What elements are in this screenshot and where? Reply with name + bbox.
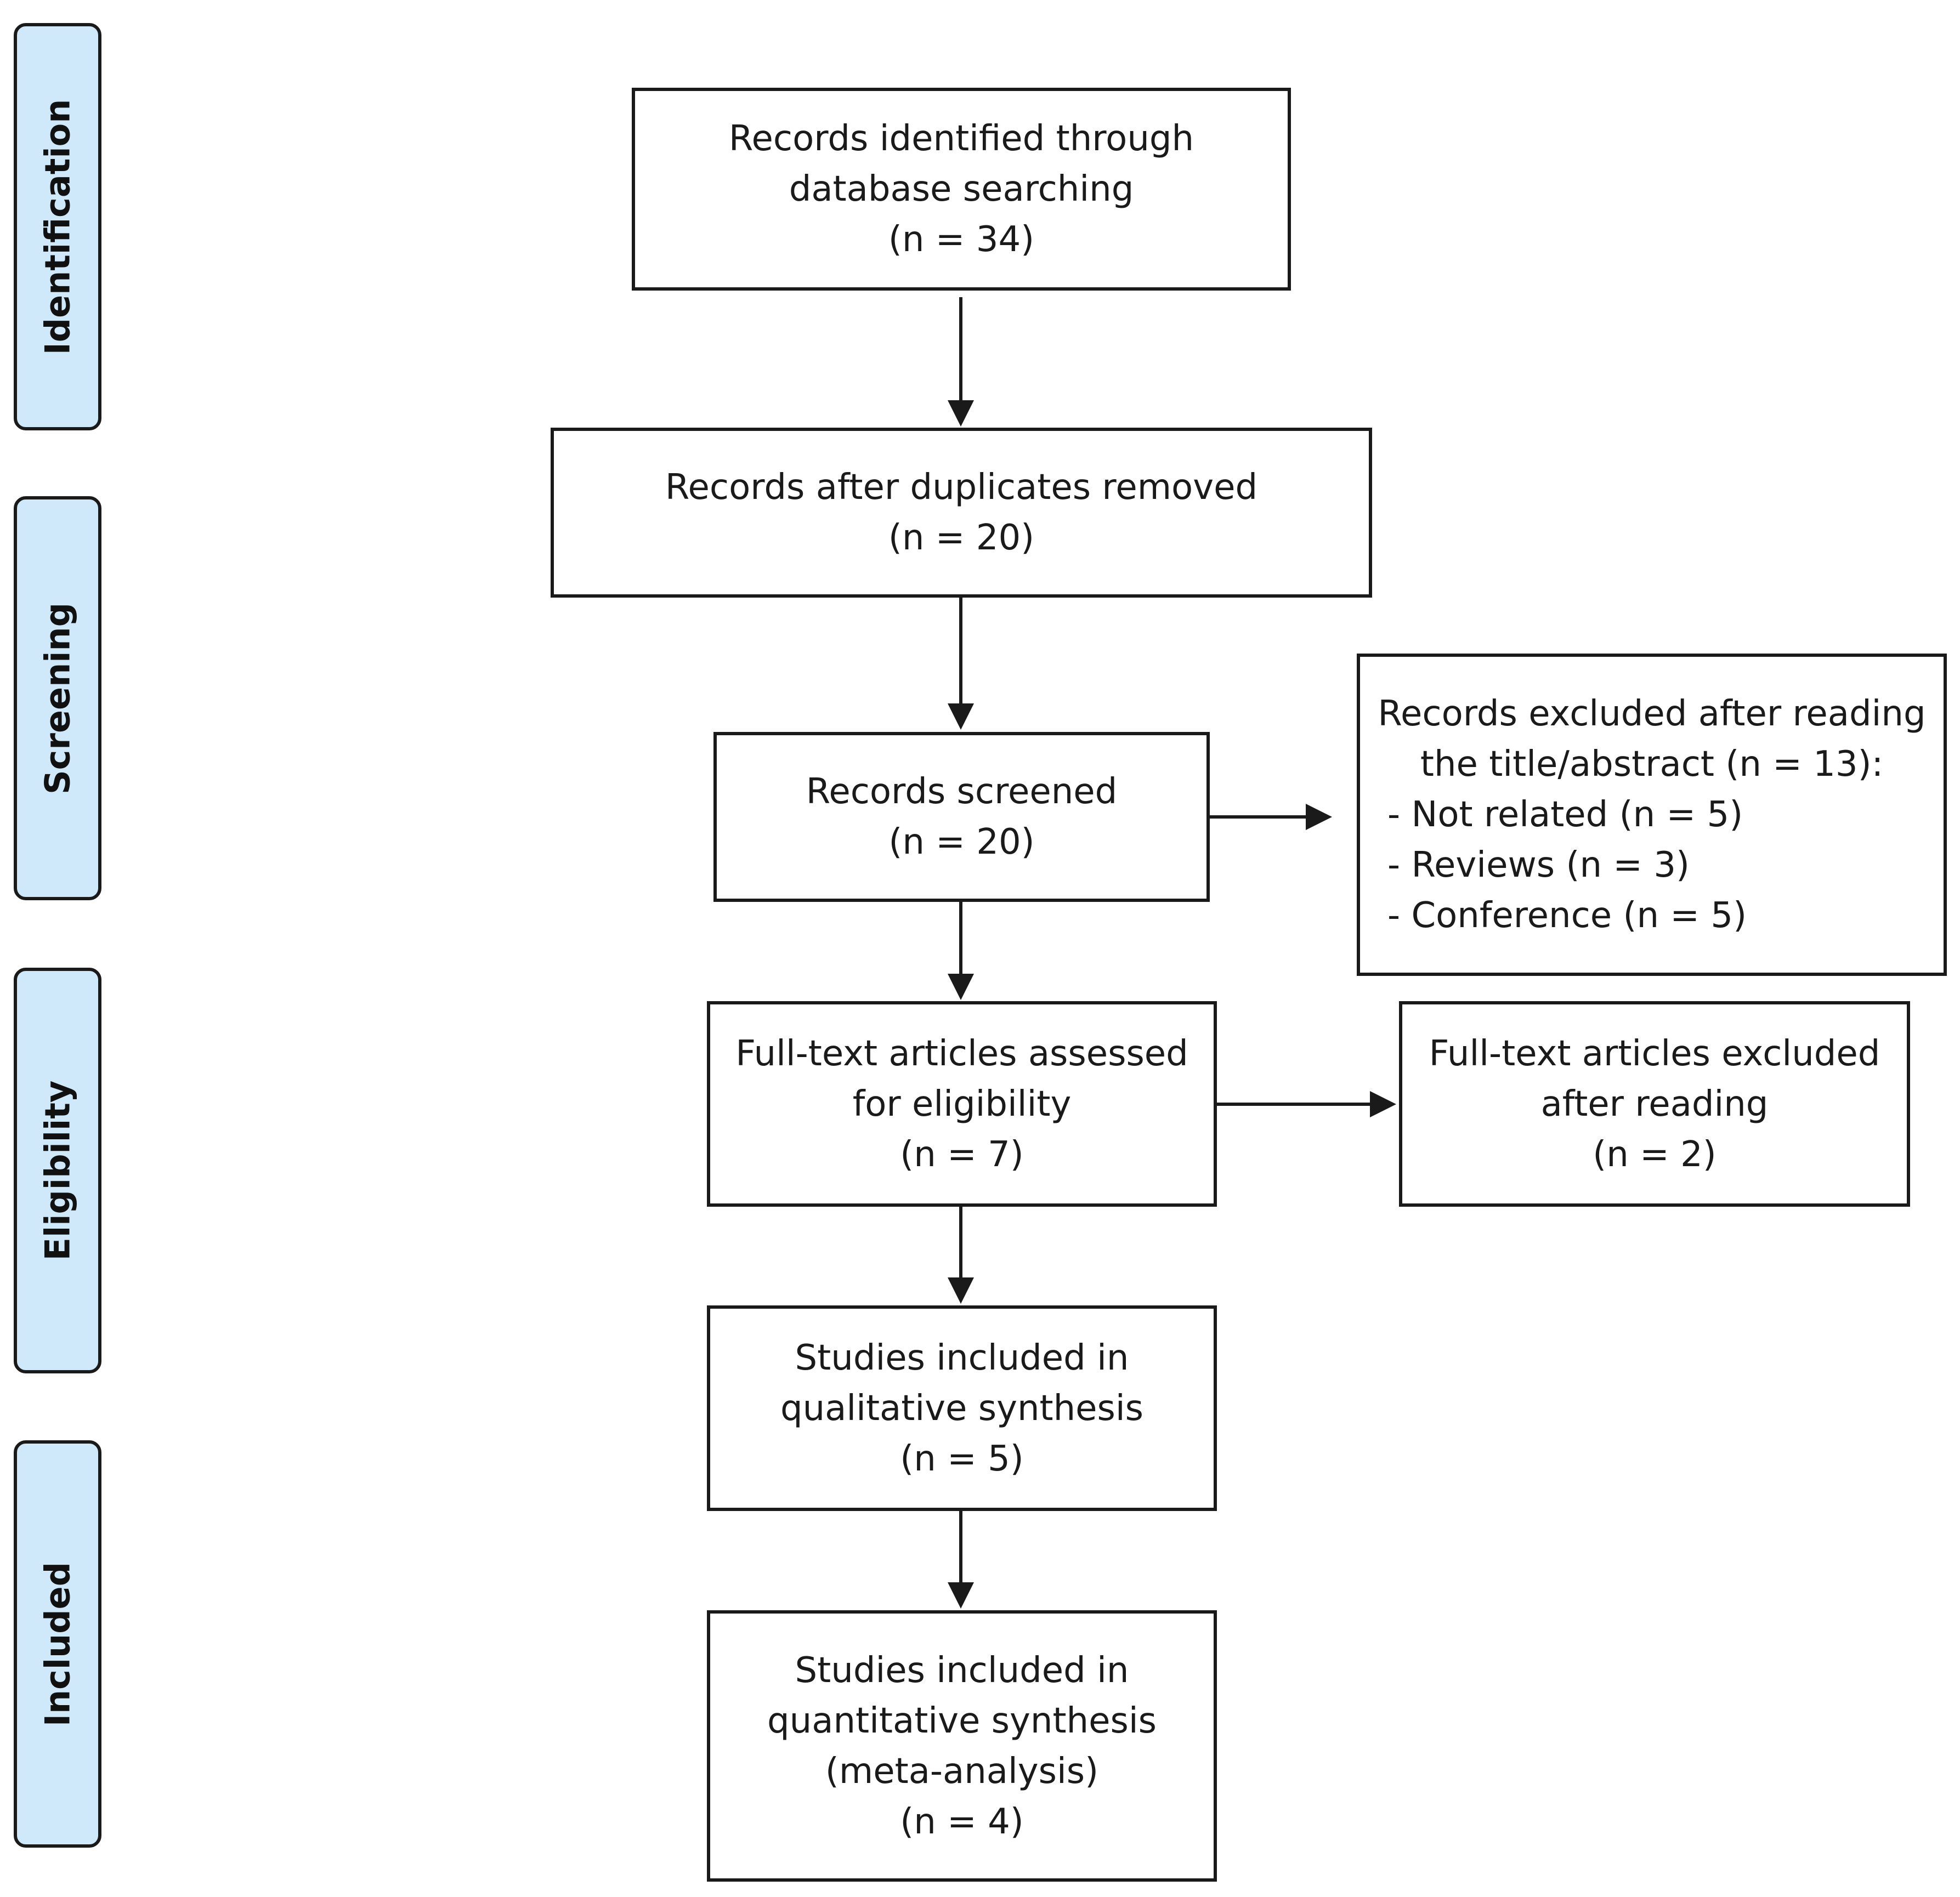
box-text-line: Records identified through [728, 118, 1194, 159]
stage-label-text: Identification [37, 99, 78, 355]
stage-label-screening: Screening [14, 496, 101, 900]
box-text-line: database searching [789, 169, 1134, 209]
box-text-line: Studies included in [795, 1337, 1129, 1378]
box-text-line: Studies included in [795, 1650, 1129, 1691]
qualitative-synthesis-box: Studies included in qualitative synthesi… [707, 1305, 1217, 1511]
quantitative-synthesis-box: Studies included in quantitative synthes… [707, 1610, 1217, 1882]
exclusion-reason-item: - Reviews (n = 3) [1387, 845, 1690, 885]
fulltext-excluded-box: Full-text articles excluded after readin… [1399, 1001, 1910, 1207]
box-text-line: Full-text articles assessed [735, 1033, 1188, 1074]
exclusion-reason-item: - Conference (n = 5) [1387, 895, 1747, 936]
stage-label-eligibility: Eligibility [14, 968, 101, 1373]
stage-label-identification: Identification [14, 23, 101, 430]
stage-label-text: Eligibility [37, 1080, 78, 1261]
stage-label-text: Screening [37, 602, 78, 794]
box-text-line: (n = 20) [888, 518, 1035, 558]
records-screened-box: Records screened (n = 20) [713, 732, 1210, 902]
box-text-line: (n = 2) [1593, 1134, 1717, 1175]
box-text-line: (n = 7) [900, 1134, 1024, 1175]
box-text-line: Records after duplicates removed [665, 467, 1258, 508]
box-text-line: (n = 4) [900, 1801, 1024, 1842]
box-text-line: after reading [1540, 1083, 1769, 1124]
box-text-line: Full-text articles excluded [1429, 1033, 1880, 1074]
box-text-line: (n = 5) [900, 1438, 1024, 1479]
fulltext-assessed-box: Full-text articles assessed for eligibil… [707, 1001, 1217, 1207]
box-text-line: (n = 34) [888, 219, 1035, 260]
stage-label-text: Included [37, 1561, 78, 1726]
box-text-line: (meta-analysis) [825, 1751, 1099, 1792]
box-text-line: Records excluded after reading [1378, 694, 1926, 734]
box-text-line: the title/abstract (n = 13): [1420, 744, 1884, 785]
stage-label-included: Included [14, 1440, 101, 1848]
box-text-line: quantitative synthesis [767, 1700, 1157, 1741]
box-text-line: for eligibility [852, 1083, 1072, 1124]
box-text-line: Records screened [806, 771, 1118, 812]
box-text-line: (n = 20) [888, 822, 1035, 862]
records-identified-box: Records identified through database sear… [632, 88, 1291, 291]
exclusion-reason-item: - Not related (n = 5) [1387, 794, 1743, 835]
records-excluded-screening-box: Records excluded after reading the title… [1357, 654, 1947, 976]
records-deduplicated-box: Records after duplicates removed (n = 20… [551, 428, 1372, 598]
box-text-line: qualitative synthesis [780, 1388, 1144, 1429]
